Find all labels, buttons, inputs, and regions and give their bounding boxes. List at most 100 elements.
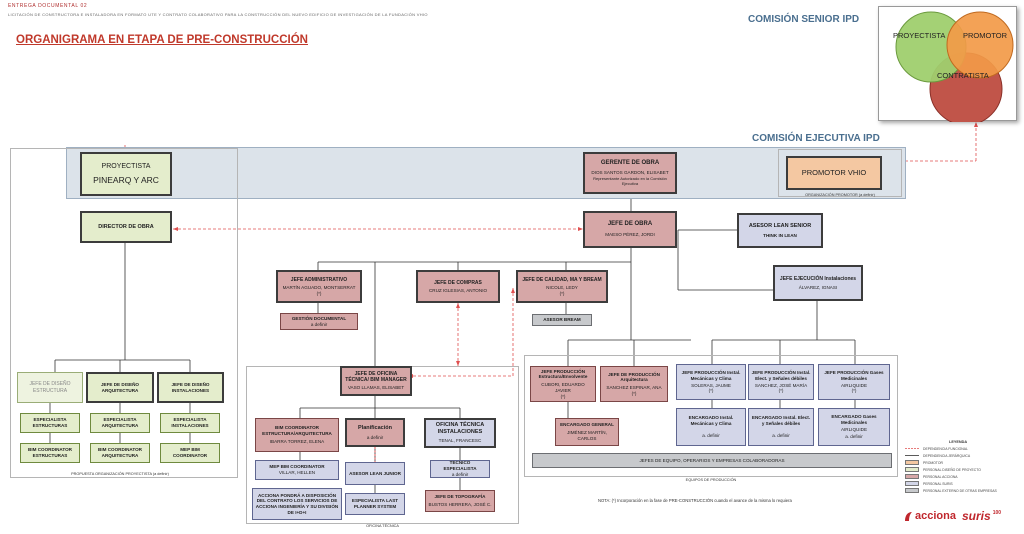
esp-estr-label: ESPECIALISTA ESTRUCTURAS: [32, 417, 68, 428]
adm-role: JEFE ADMINISTRATIVO: [290, 276, 348, 283]
proyectista-role: PROYECTISTA: [101, 162, 151, 170]
calidad-name: NICOLE, LEDY: [546, 284, 578, 290]
venn-label-contratista: CONTRATISTA: [937, 71, 989, 80]
jefe-topografia-box[interactable]: JEFE DE TOPOGRAFÍA BUSTOS HERRERA, JOSÉ …: [425, 490, 495, 512]
ejec-name: ÁLVAREZ, IGNASI: [798, 284, 838, 290]
i2-name: SANCHEZ, JOSÉ MARÍA: [754, 382, 808, 388]
senior-committee-label: COMISIÓN SENIOR IPD: [748, 14, 860, 25]
oficina-tecnica-instalaciones-box[interactable]: OFICINA TÉCNICA INSTALACIONES TENAL, FRA…: [424, 418, 496, 448]
legend-item: DEPENDENCIA JERÁRQUICA: [905, 453, 970, 458]
gerente-role: GERENTE DE OBRA: [600, 160, 660, 167]
acciona-ingenieria-box[interactable]: ACCIONA PONDRÁ A DISPOSICIÓN DEL CONTRAT…: [252, 488, 342, 520]
legend-item: DEPENDENCIA FUNCIONAL: [905, 446, 968, 451]
jefe-produccion-estructura-box[interactable]: JEFE PRODUCCIÓN Estructura/Envolvente CU…: [530, 366, 596, 402]
jefe-obra-name: MAESO PÉREZ, JORDI: [605, 231, 655, 237]
jefe-diseno-instalaciones-box[interactable]: JEFE DE DISEÑO INSTALACIONES: [157, 372, 224, 403]
legend-item: PROMOTOR: [905, 460, 943, 465]
i3-role: JEFE PRODUCCIÓN Gases Medicinales: [824, 370, 884, 381]
jefe-diseno-estructura-box[interactable]: JEFE DE DISEÑO ESTRUCTURA: [17, 372, 83, 403]
tecnico-especialista-box[interactable]: TÉCNICO ESPECIALISTA a definir: [430, 460, 490, 478]
bim-coordinator-arquitectura-box[interactable]: BIM COORDINATOR ARQUITECTURA: [90, 443, 150, 463]
proyectista-name: PINEARQ Y ARC: [93, 174, 159, 185]
p2-mark: (*): [631, 390, 637, 396]
esp-arq-label: ESPECIALISTA ARQUITECTURA: [101, 417, 139, 428]
ofi-inst-name: TENAL, FRANCESC: [438, 438, 482, 443]
jefe-calidad-box[interactable]: JEFE DE CALIDAD, MA Y BREAM NICOLE, LEDY…: [516, 270, 608, 303]
jefe-compras-box[interactable]: JEFE DE COMPRAS CRUZ IGLESIAS, ANTONIO: [416, 270, 500, 303]
promotor-name: PROMOTOR VHIO: [801, 168, 867, 178]
legend-swatch: [905, 488, 919, 493]
mep-bim-coordinator-box[interactable]: MEP BIM COORDINATOR: [160, 443, 220, 463]
executive-committee-band: [66, 147, 906, 199]
legend-item: PERSONAL ACCIONA: [905, 474, 958, 479]
jefe-produccion-mecanicas-box[interactable]: JEFE PRODUCCIÓN Instal. Mecánicas y Clim…: [676, 364, 746, 400]
encargado-gases-box[interactable]: ENCARGADO Gases Medicinales AIRLIQUIDE a…: [818, 408, 890, 446]
encargado-general-box[interactable]: ENCARGADO GENERAL JIMÉNEZ MARTÍN, CARLOS: [555, 418, 619, 446]
i2-mark: (*): [778, 388, 784, 394]
promotor-box[interactable]: PROMOTOR VHIO: [786, 156, 882, 190]
suris-logo: suris 100: [962, 509, 1001, 523]
legend-item: PERSONAL EXTERNO DE OTRAS EMPRESAS: [905, 488, 997, 493]
bim-coordinator-oficina-box[interactable]: BIM COORDINATOR ESTRUCTURA/ARQUITECTURA …: [255, 418, 339, 452]
calidad-role: JEFE DE CALIDAD, MA Y BREAM: [522, 276, 602, 283]
ofi-inst-role: OFICINA TÉCNICA INSTALACIONES: [435, 422, 485, 436]
legend: LEYENDA DEPENDENCIA FUNCIONAL DEPENDENCI…: [905, 440, 1017, 502]
asesor-bream-box[interactable]: ASESOR BREAM: [532, 314, 592, 326]
mep-bim-coordinator-oficina-box[interactable]: MEP BIM COORDINATOR VILLAR, HELLEN: [255, 460, 339, 480]
especialista-instalaciones-box[interactable]: ESPECIALISTA INSTALACIONES: [160, 413, 220, 433]
i3-mark: (*): [851, 388, 857, 394]
ipd-venn-diagram: [895, 11, 1014, 126]
gerente-obra-box[interactable]: GERENTE DE OBRA DIOS SANTOS GARDON, ELIS…: [583, 152, 677, 194]
document-subtitle: LICITACIÓN DE CONSTRUCTORA E INSTALADORA…: [8, 12, 428, 17]
jefe-diseno-arquitectura-box[interactable]: JEFE DE DISEÑO ARQUITECTURA: [86, 372, 154, 403]
asesor-lean-box[interactable]: ASESOR LEAN SENIOR THINK IN LEAN: [737, 213, 823, 248]
proyectista-org-caption: PROPUESTA ORGANIZACIÓN PROYECTISTA (a de…: [71, 472, 169, 476]
jefe-arq-label: JEFE DE DISEÑO ARQUITECTURA: [100, 381, 140, 393]
senior-committee-panel: PROYECTISTA PROMOTOR CONTRATISTA: [878, 6, 1017, 126]
i1-mark: (*): [708, 388, 714, 394]
legend-label: DEPENDENCIA JERÁRQUICA: [923, 453, 971, 458]
jefe-administrativo-box[interactable]: JEFE ADMINISTRATIVO MARTÍN AGUADO, MONTS…: [276, 270, 362, 303]
acciona-logo: acciona: [904, 510, 956, 522]
legend-label: PERSONAL DISEÑO DE PROYECTO: [923, 467, 981, 472]
ejec-role: JEFE EJECUCIÓN Instalaciones: [779, 275, 857, 282]
e3-tbd: a. definir: [845, 434, 863, 440]
encargado-mecanicas-box[interactable]: ENCARGADO Instal. Mecánicas y Clima a. d…: [676, 408, 746, 446]
adm-mark: (*): [316, 290, 322, 296]
topo-name: BUSTOS HERRERA, JOSÉ C.: [428, 502, 492, 507]
p2-name: SANCHEZ ESPINAR, ANA: [606, 385, 662, 390]
jefe-ejecucion-box[interactable]: JEFE EJECUCIÓN Instalaciones ÁLVAREZ, IG…: [773, 265, 863, 301]
jefe-produccion-gases-box[interactable]: JEFE PRODUCCIÓN Gases Medicinales AIRLIQ…: [818, 364, 890, 400]
last-planner-label: ESPECIALISTA LAST PLANNER SYSTEM: [351, 498, 399, 509]
acciona-ingenieria-label: ACCIONA PONDRÁ A DISPOSICIÓN DEL CONTRAT…: [255, 492, 339, 515]
especialista-last-planner-box[interactable]: ESPECIALISTA LAST PLANNER SYSTEM: [345, 493, 405, 515]
planificacion-box[interactable]: Planificación a definir: [345, 418, 405, 447]
jefe-oficina-tecnica-box[interactable]: JEFE DE OFICINA TÉCNICA/ BIM MANAGER VAS…: [340, 366, 412, 396]
ofi-bim-role: BIM COORDINATOR ESTRUCTURA/ARQUITECTURA: [262, 425, 332, 437]
asesor-lean-name: THINK IN LEAN: [763, 232, 797, 238]
jefe-produccion-arquitectura-box[interactable]: JEFE DE PRODUCCIÓN Arquitectura SANCHEZ …: [600, 366, 668, 402]
especialista-arquitectura-box[interactable]: ESPECIALISTA ARQUITECTURA: [90, 413, 150, 433]
oficina-tecnica-caption: OFICINA TÉCNICA: [366, 524, 399, 528]
e3-name: AIRLIQUIDE: [840, 426, 868, 432]
gestion-documental-box[interactable]: GESTIÓN DOCUMENTAL a definir: [280, 313, 358, 330]
acciona-mark-icon: [905, 511, 912, 521]
jefes-equipo-bar[interactable]: JEFES DE EQUIPO, OPERARIOS Y EMPRESAS CO…: [532, 453, 892, 468]
plan-role: Planificación: [358, 424, 392, 431]
gest-name: a definir: [310, 321, 328, 327]
proyectista-box[interactable]: PROYECTISTA PINEARQ Y ARC: [80, 152, 172, 196]
especialista-estructuras-box[interactable]: ESPECIALISTA ESTRUCTURAS: [20, 413, 80, 433]
director-obra-box[interactable]: DIRECTOR DE OBRA: [80, 211, 172, 243]
encargado-electricas-box[interactable]: ENCARGADO Instal. Elect. y Señales débil…: [748, 408, 814, 446]
legend-swatch: [905, 460, 919, 465]
esp-inst-label: ESPECIALISTA INSTALACIONES: [171, 417, 209, 428]
e2-role: ENCARGADO Instal. Elect. y Señales débil…: [751, 415, 811, 427]
legend-swatch: [905, 481, 919, 486]
bim-coordinator-estructuras-box[interactable]: BIM COORDINATOR ESTRUCTURAS: [20, 443, 80, 463]
enc-role: ENCARGADO GENERAL: [560, 422, 614, 428]
jefe-obra-box[interactable]: JEFE DE OBRA MAESO PÉREZ, JORDI: [583, 211, 677, 248]
p1-name: CUBORI, EDUARDO JAVIER: [541, 382, 585, 393]
legend-label: PROMOTOR: [923, 460, 943, 465]
asesor-lean-junior-box[interactable]: ASESOR LEAN JUNIOR: [345, 462, 405, 485]
jefe-produccion-electricas-box[interactable]: JEFE PRODUCCIÓN Instal. Elect. y Señales…: [748, 364, 814, 400]
